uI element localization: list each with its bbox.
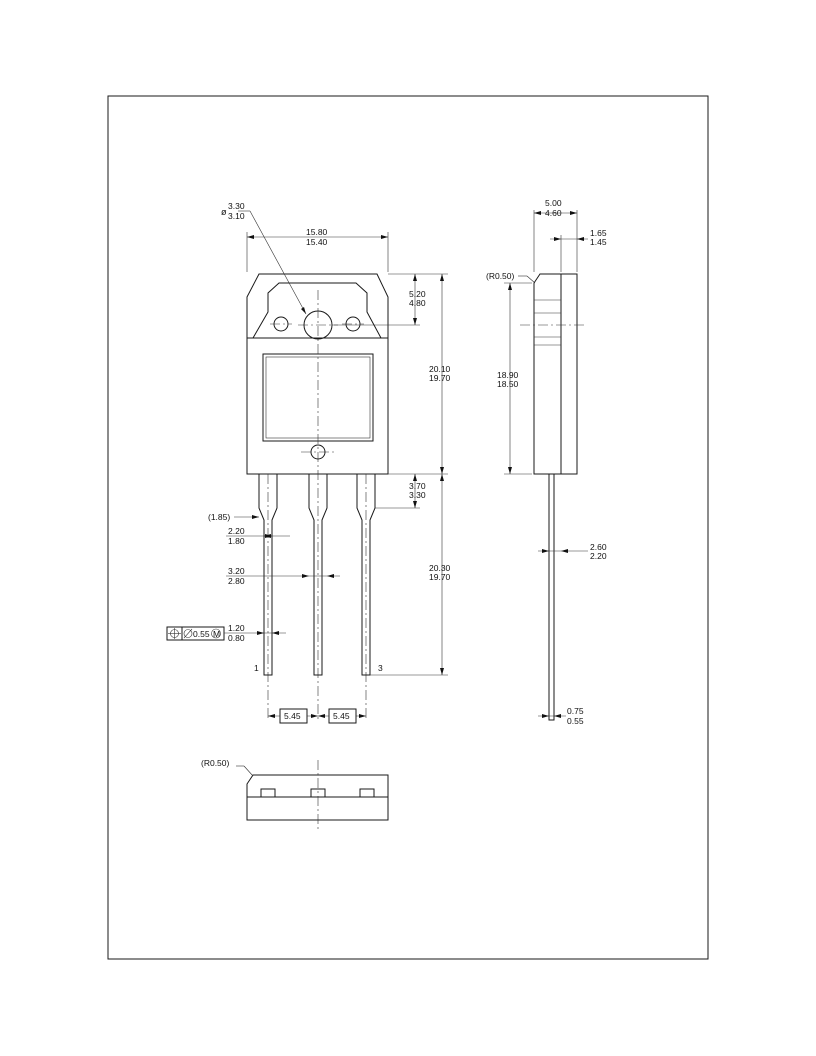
shoulder-max-label: 3.70: [409, 481, 426, 491]
lead-offset-min-label: 2.20: [590, 551, 607, 561]
pitch-1-label: 5.45: [284, 711, 301, 721]
drawing-frame: [107, 95, 709, 960]
body-height-min-label: 19.70: [429, 373, 451, 383]
shoulder-min-label: 3.30: [409, 490, 426, 500]
side-body-outline: [533, 273, 578, 475]
thickness-max-label: 5.00: [545, 198, 562, 208]
ref-dim-label: (1.85): [208, 512, 230, 522]
thickness-min-label: 4.60: [545, 208, 562, 218]
tab-inner-outline: [247, 282, 388, 339]
side-view: 5.00 4.60 1.65 1.45 (R0.50) 18.90 18.50 …: [486, 198, 607, 726]
hole-dia-min-label: 3.10: [228, 211, 245, 221]
pitch-2-label: 5.45: [333, 711, 350, 721]
shoulder-width-max-label: 2.20: [228, 526, 245, 536]
shoulder-width-min-label: 1.80: [228, 536, 245, 546]
body-height-max-label: 20.10: [429, 364, 451, 374]
side-height-max-label: 18.90: [497, 370, 519, 380]
hole-dia-max-label: 3.30: [228, 201, 245, 211]
center-width-max-label: 3.20: [228, 566, 245, 576]
center-width-min-label: 2.80: [228, 576, 245, 586]
side-lead: [548, 473, 555, 721]
lead-offset-max-label: 2.60: [590, 542, 607, 552]
tolerance-value: 0.55: [193, 629, 210, 639]
lead-length-min-label: 19.70: [429, 572, 451, 582]
side-height-min-label: 18.50: [497, 379, 519, 389]
width-min-label: 15.40: [306, 237, 328, 247]
lead-1: [258, 474, 278, 676]
pin-1-label: 1: [254, 663, 259, 673]
pin-3-label: 3: [378, 663, 383, 673]
width-max-label: 15.80: [306, 227, 328, 237]
front-view: 15.80 15.40 ø 3.30 3.10 5.20 4.80 20.10 …: [166, 201, 451, 724]
lead-3: [356, 474, 376, 676]
lead-width-min-label: 0.80: [228, 633, 245, 643]
lead-length-max-label: 20.30: [429, 563, 451, 573]
position-tolerance-frame: 0.55 M: [166, 626, 225, 641]
tab-thickness-min-label: 1.45: [590, 237, 607, 247]
bottom-view: (R0.50): [201, 758, 389, 832]
lead-2: [308, 474, 328, 676]
tab-hole-min-label: 4.80: [409, 298, 426, 308]
tab-outline: [246, 273, 389, 475]
lead-width-max-label: 1.20: [228, 623, 245, 633]
lead-thickness-max-label: 0.75: [567, 706, 584, 716]
tab-thickness-max-label: 1.65: [590, 228, 607, 238]
lead-thickness-min-label: 0.55: [567, 716, 584, 726]
bottom-radius-label: (R0.50): [201, 758, 230, 768]
diameter-symbol: ø: [221, 207, 227, 217]
side-radius-label: (R0.50): [486, 271, 515, 281]
tab-hole-max-label: 5.20: [409, 289, 426, 299]
svg-text:M: M: [213, 629, 220, 639]
